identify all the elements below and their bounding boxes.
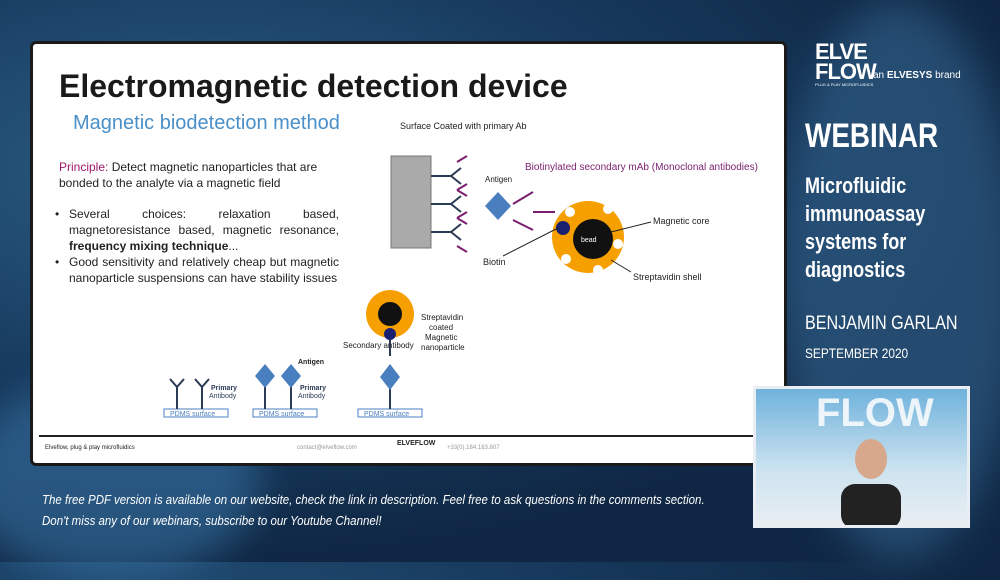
svg-text:Antigen: Antigen [298,359,324,366]
primary-antibodies [431,167,462,241]
principle-body: Detect magnetic nanoparticles that are b… [59,160,318,190]
svg-text:Secondary antibody: Secondary antibody [343,341,414,350]
description-notice: The free PDF version is available on our… [42,490,705,532]
slide-footer: Elveflow, plug & play microfluidics cont… [39,435,778,457]
coated-surface [390,155,432,249]
notice-line: The free PDF version is available on our… [42,493,705,507]
slide-title: Electromagnetic detection device [59,68,568,104]
svg-text:bead: bead [581,237,597,244]
secondary-antibody [512,191,555,231]
svg-text:Biotinylated secondary mAb (Mo: Biotinylated secondary mAb (Monoclonal a… [525,162,758,173]
svg-text:Streptavidin: Streptavidin [421,313,463,322]
antigen-shape [485,192,511,220]
magnetic-core [573,219,613,259]
bullet-list: Several choices: relaxation based, magne… [53,206,339,286]
svg-text:Magnetic core: Magnetic core [653,216,710,226]
webinar-date: SEPTEMBER 2020 [805,345,909,361]
svg-text:Magnetic: Magnetic [425,333,457,342]
presenter-name: BENJAMIN GARLAN [805,313,958,334]
webcam-feed: FLOW [753,386,970,528]
svg-text:Biotin: Biotin [483,257,506,267]
bullet-item: Several choices: relaxation based, magne… [53,206,339,254]
footer-email: contact@elveflow.com [297,445,357,451]
footer-logo: ELVEFLOW [397,440,436,447]
svg-text:Antibody: Antibody [209,393,237,400]
surface-label: Surface Coated with primary Ab [400,121,527,131]
svg-text:Antibody: Antibody [298,393,326,400]
immunoassay-diagram: Surface Coated with primary Ab Antigen B… [163,121,758,418]
brand-tagline: an ELVESYS brand [873,70,961,81]
footer-company: Elveflow, plug & play microfluidics [45,445,135,451]
presenter-video [841,439,901,525]
biotin [556,221,570,235]
pdms-stage-1: PDMS surface Primary Antibody [163,378,237,418]
svg-text:Primary: Primary [300,385,326,392]
pdms-stage-3: PDMS surface Streptavidin coated Magneti… [343,290,465,418]
svg-text:PDMS surface: PDMS surface [170,411,215,418]
bullet-item: Good sensitivity and relatively cheap bu… [53,254,339,286]
webinar-topic: Microfluidic immunoassay systems for dia… [805,173,926,282]
principle-label: Principle: [59,160,109,174]
slide-subtitle: Magnetic biodetection method [73,112,340,134]
webinar-label: WEBINAR [805,117,939,155]
backdrop-logo: FLOW [816,391,934,435]
principle-text: Principle: Detect magnetic nanoparticles… [59,159,349,191]
svg-text:PDMS surface: PDMS surface [364,411,409,418]
notice-line: Don't miss any of our webinars, subscrib… [42,514,382,528]
svg-text:Primary: Primary [211,385,237,392]
footer-phone: +33(0).184.163.807 [447,445,500,451]
pdms-stage-2: PDMS surface Antigen Primary Antibody [252,359,326,418]
svg-text:Streptavidin shell: Streptavidin shell [633,272,702,282]
svg-text:Antigen: Antigen [485,175,512,184]
presentation-slide: Electromagnetic detection device Magneti… [30,41,787,466]
svg-text:PDMS surface: PDMS surface [259,411,304,418]
svg-text:nanoparticle: nanoparticle [421,343,465,352]
svg-text:coated: coated [429,323,453,332]
